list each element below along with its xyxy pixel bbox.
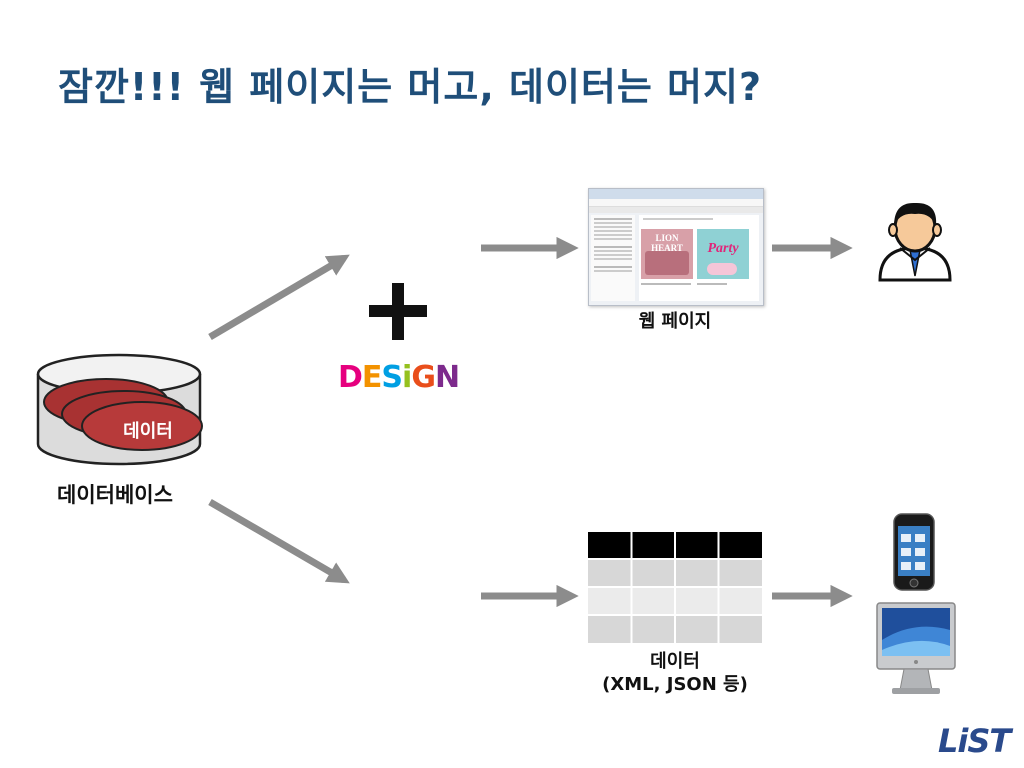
page-title: 잠깐!!! 웹 페이지는 머고, 데이터는 머지? [58,65,763,109]
arrow-db-to-data [208,498,350,584]
data-table-icon [588,532,762,643]
data-format-label-line1: 데이터 [650,651,700,672]
album-title-right: Party [707,241,739,256]
smartphone-icon [893,513,935,591]
design-letter: G [411,360,436,395]
design-logo: DESiGN [338,360,460,395]
monitor-icon [876,602,956,694]
database-disk-label: 데이터 [123,421,173,442]
list-logo: LiST [938,722,1011,760]
data-format-label-line2: (XML, JSON 등) [602,674,748,696]
webpage-screenshot: LION HEART Party [588,188,764,306]
design-letter: S [381,360,403,395]
user-icon [878,202,952,282]
database-icon [36,353,203,466]
design-letter: N [434,360,460,395]
database-label: 데이터베이스 [57,483,173,507]
arrow-db-to-design [208,254,350,341]
design-letter: D [338,360,363,395]
album-title-left: LION HEART [651,233,683,253]
webpage-label: 웹 페이지 [638,311,712,332]
plus-icon [369,283,427,340]
design-letter: i [402,360,412,395]
design-letter: E [361,360,382,395]
data-format-label: 데이터 (XML, JSON 등) [558,650,792,697]
